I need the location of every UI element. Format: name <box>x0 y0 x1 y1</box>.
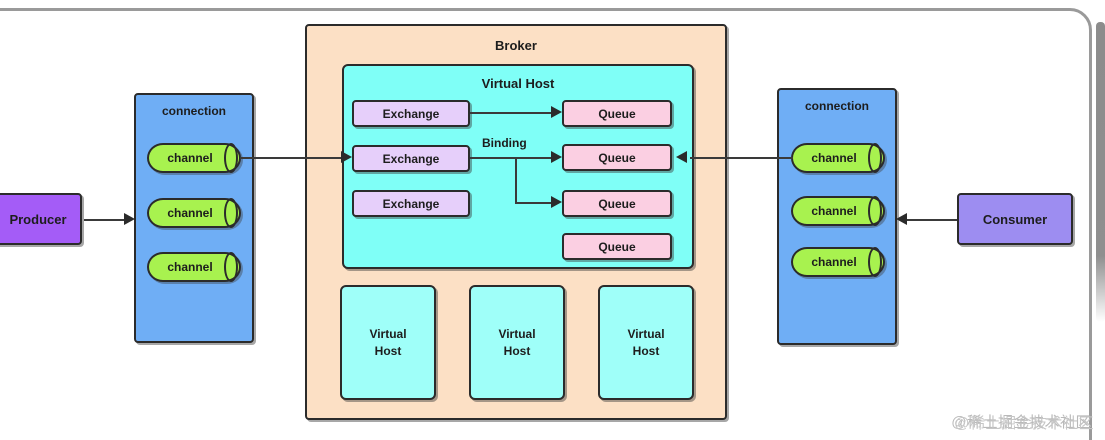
channel-right-1[interactable]: channel <box>791 143 885 173</box>
queue-4-label: Queue <box>598 239 636 254</box>
exchange-2[interactable]: Exchange <box>352 145 470 172</box>
exchange-3[interactable]: Exchange <box>352 190 470 217</box>
scrollbar[interactable] <box>1096 22 1105 322</box>
exchange-1[interactable]: Exchange <box>352 100 470 127</box>
virtual-host-main-label: Virtual Host <box>481 76 555 91</box>
channel-left-1[interactable]: channel <box>147 143 241 173</box>
producer-label: Producer <box>9 211 67 227</box>
queue-3[interactable]: Queue <box>562 190 672 217</box>
arrow-exchange2-queue2 <box>551 151 562 163</box>
watermark-text-ghost: @稀土掘金技术社区 <box>954 415 1094 432</box>
virtual-host-small-3-line2: Host <box>632 343 660 358</box>
wire-binding-drop <box>515 157 517 203</box>
consumer-label: Consumer <box>982 211 1048 227</box>
queue-1[interactable]: Queue <box>562 100 672 127</box>
connection-left-label: connection <box>161 104 226 118</box>
exchange-2-label: Exchange <box>382 151 440 166</box>
queue-2-label: Queue <box>598 150 636 165</box>
channel-right-3-label: channel <box>811 255 857 269</box>
connection-right-label: connection <box>804 99 869 113</box>
queue-4[interactable]: Queue <box>562 233 672 260</box>
wire-channel-exchange2 <box>240 157 345 159</box>
virtual-host-small-2-line2: Host <box>503 343 531 358</box>
virtual-host-small-2[interactable]: Virtual Host <box>469 285 565 400</box>
channel-left-3[interactable]: channel <box>147 252 241 282</box>
arrow-channel-exchange2 <box>341 151 352 163</box>
channel-left-3-label: channel <box>167 260 213 274</box>
exchange-3-label: Exchange <box>382 196 440 211</box>
channel-right-2[interactable]: channel <box>791 196 885 226</box>
broker-label: Broker <box>495 38 537 53</box>
arrow-consumer-connection <box>896 213 907 225</box>
wire-exchange1-queue1 <box>470 112 552 114</box>
channel-left-1-label: channel <box>167 151 213 165</box>
watermark: @稀土掘金技术社区 @稀土掘金技术社区 <box>951 411 1094 432</box>
virtual-host-small-2-line1: Virtual <box>498 327 536 342</box>
channel-right-2-label: channel <box>811 204 857 218</box>
wire-channel-queue2 <box>690 157 793 159</box>
arrow-channel-queue2 <box>676 151 687 163</box>
arrow-exchange1-queue1 <box>551 106 562 118</box>
channel-right-1-label: channel <box>811 151 857 165</box>
exchange-1-label: Exchange <box>382 106 440 121</box>
wire-producer-connection <box>84 219 126 221</box>
virtual-host-small-1[interactable]: Virtual Host <box>340 285 436 400</box>
queue-1-label: Queue <box>598 106 636 121</box>
queue-2[interactable]: Queue <box>562 144 672 171</box>
binding-label: Binding <box>482 136 527 150</box>
channel-right-3[interactable]: channel <box>791 247 885 277</box>
virtual-host-small-1-line2: Host <box>374 343 402 358</box>
channel-left-2[interactable]: channel <box>147 198 241 228</box>
queue-3-label: Queue <box>598 196 636 211</box>
consumer-node[interactable]: Consumer <box>957 193 1073 245</box>
virtual-host-small-3[interactable]: Virtual Host <box>598 285 694 400</box>
producer-node[interactable]: Producer <box>0 193 82 245</box>
watermark-text: @稀土掘金技术社区 <box>951 414 1091 431</box>
wire-exchange2-queue2 <box>470 157 552 159</box>
wire-binding-queue3 <box>515 202 552 204</box>
channel-left-2-label: channel <box>167 206 213 220</box>
wire-consumer-connection <box>905 219 957 221</box>
arrow-producer-connection <box>124 213 135 225</box>
virtual-host-small-3-line1: Virtual <box>627 327 665 342</box>
arrow-binding-queue3 <box>551 196 562 208</box>
virtual-host-small-1-line1: Virtual <box>369 327 407 342</box>
